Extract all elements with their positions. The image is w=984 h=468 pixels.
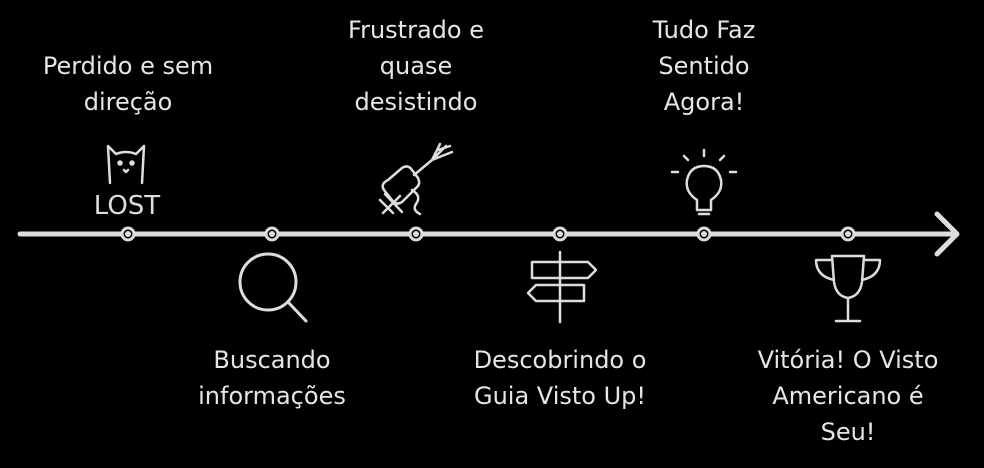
timeline-markers: [120, 226, 856, 242]
trophy-icon: [814, 254, 882, 323]
signpost-icon: [526, 250, 598, 324]
magnifier-icon: [238, 252, 308, 323]
event-label: Frustrado e quase desistindo: [348, 16, 484, 116]
event-label: Descobrindo o Guia Visto Up!: [473, 346, 647, 410]
fist-fork-icon: [378, 142, 454, 216]
event-label: Tudo Faz Sentido Agora!: [652, 16, 756, 116]
arrow-head-icon: [934, 211, 960, 257]
event-label: Buscando informações: [198, 346, 346, 410]
lost-icon-text: LOST: [94, 191, 161, 221]
lost-cat-icon: [106, 144, 146, 185]
event-label: Perdido e sem direção: [42, 52, 214, 116]
event-label: Vitória! O Visto Americano é Seu!: [757, 346, 939, 446]
lightbulb-icon: [670, 148, 738, 216]
